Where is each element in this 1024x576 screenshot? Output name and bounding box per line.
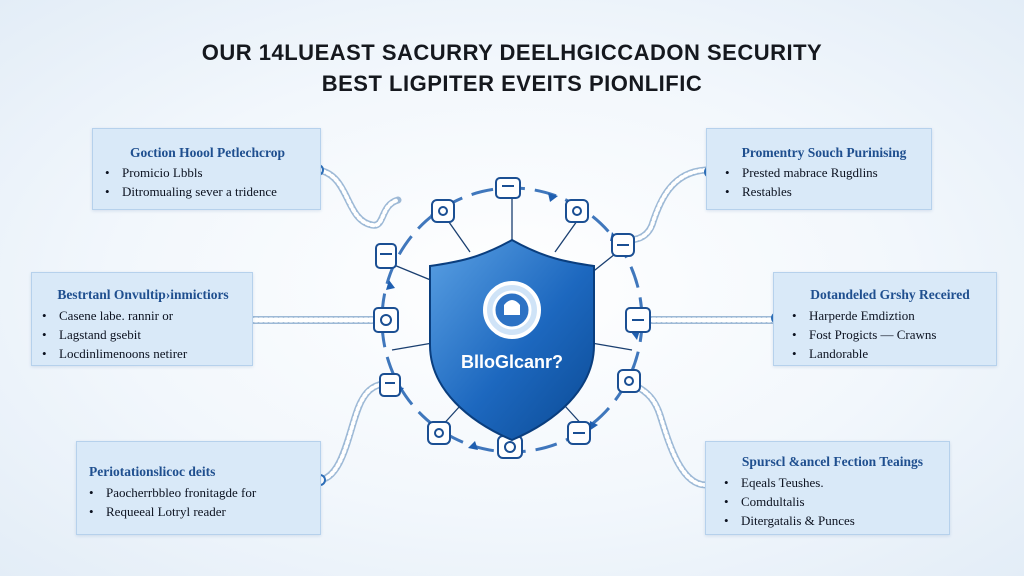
ring-node-icons	[373, 177, 651, 459]
rope-bot-right	[630, 381, 710, 489]
rope-bot-left	[314, 378, 392, 484]
panel-bottom-right: Spurscl &ancel Fection Teaings Eqeals Te…	[705, 441, 950, 535]
arrowhead-7	[386, 280, 395, 290]
panel-list-item: Lagstand gsebit	[42, 327, 244, 343]
diagram-title-line-1: OUR 14LUEAST SACURRY DEELHGICCADON SECUR…	[201, 40, 823, 65]
connector-ropes	[246, 166, 778, 489]
panel-list-item: Landorable	[792, 346, 988, 362]
node-icon-left-lower	[379, 373, 401, 397]
panel-heading: Bestrtanl Onvultip›inmictiors	[57, 287, 229, 302]
panel-top-right: Promentry Souch Purinising Prested mabra…	[706, 128, 932, 210]
panel-heading: Goction Hoool Petlechcrop	[130, 145, 285, 160]
panel-mid-right: Dotandeled Grshy Receired Harperde Emdiz…	[773, 272, 997, 366]
panel-heading: Periotationslicoc deits	[89, 464, 216, 479]
node-icon-right-upper	[611, 233, 635, 257]
node-icon-upper-left	[431, 199, 455, 223]
node-icon-right-lower	[617, 369, 641, 393]
panel-list-item: Eqeals Teushes.	[724, 475, 941, 491]
arrowhead-5	[468, 441, 478, 450]
panel-top-left: Goction Hoool Petlechcrop Promicio Lbbls…	[92, 128, 321, 210]
central-shield	[429, 238, 595, 442]
shield-lock-icon	[483, 281, 541, 339]
node-icon-upper-right	[565, 199, 589, 223]
panel-list-item: Casene labe. rannir or	[42, 308, 244, 324]
panel-list-item: Requeeal Lotryl reader	[89, 504, 310, 520]
shield-label: BlloGlcanr?	[460, 352, 563, 372]
node-icon-bottom-right	[567, 421, 591, 445]
panel-list-item: Ditromualing sever a tridence	[105, 184, 310, 200]
panel-bottom-left: Periotationslicoc deits Paocherrbbleo fr…	[76, 441, 321, 535]
panel-mid-left: Bestrtanl Onvultip›inmictiors Casene lab…	[31, 272, 253, 366]
panel-heading: Spurscl &ancel Fection Teaings	[741, 454, 924, 469]
arrowhead-1	[548, 193, 558, 202]
node-icon-bottom-left	[427, 421, 451, 445]
rope-top-right	[624, 166, 710, 244]
node-icon-left	[373, 307, 399, 333]
panel-list-item: Comdultalis	[724, 494, 941, 510]
arrowhead-4	[589, 421, 598, 431]
node-icon-right	[625, 307, 651, 333]
diagram-title-line-2: BEST LIGPITER EVEITS PIONLIFIC	[321, 71, 703, 96]
node-icon-left-upper	[375, 243, 397, 269]
panel-heading: Promentry Souch Purinising	[741, 145, 907, 160]
node-icon-top	[495, 177, 521, 199]
panel-list-item: Fost Progicts — Crawns	[792, 327, 988, 343]
panel-list-item: Prested mabrace Rugdlins	[725, 165, 923, 181]
panel-list-item: Locdinlimenoons netirer	[42, 346, 244, 362]
panel-list-item: Promicio Lbbls	[105, 165, 310, 181]
panel-heading: Dotandeled Grshy Receired	[810, 287, 970, 302]
panel-list-item: Paocherrbbleo fronitagde for	[89, 485, 310, 501]
panel-list-item: Harperde Emdiztion	[792, 308, 988, 324]
panel-list-item: Ditergatalis & Punces	[724, 513, 941, 529]
panel-list-item: Restables	[725, 184, 923, 200]
